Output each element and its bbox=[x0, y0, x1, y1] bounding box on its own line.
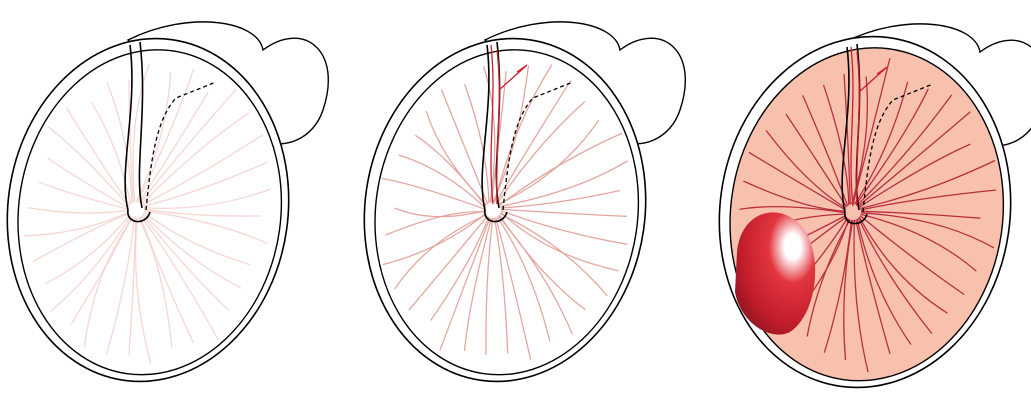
panel-3 bbox=[697, 18, 1031, 397]
panel-1 bbox=[0, 20, 328, 397]
lesion bbox=[735, 212, 815, 334]
panel-2 bbox=[342, 20, 685, 397]
